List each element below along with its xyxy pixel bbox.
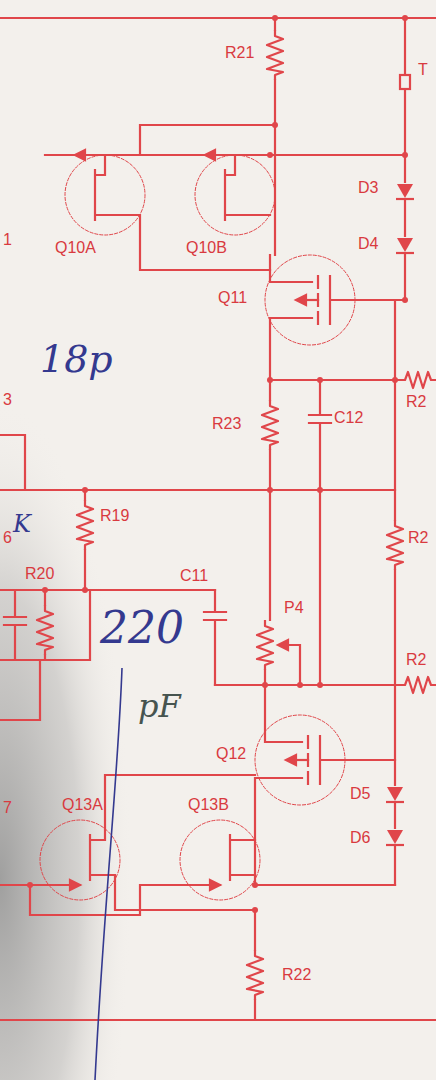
part-label: C12	[334, 410, 363, 426]
part-label: Q13A	[62, 797, 103, 813]
junctions	[27, 15, 408, 913]
resistor-symbol	[267, 30, 283, 80]
part-label: R22	[282, 967, 311, 983]
handwritten-note: 220	[100, 606, 184, 650]
resistor-symbol	[262, 400, 278, 450]
handwritten-note: pF	[138, 690, 181, 722]
shadow	[0, 280, 220, 1080]
part-label: R20	[25, 566, 54, 582]
part-label: R2	[406, 394, 426, 410]
part-label: Q13B	[188, 797, 229, 813]
part-label: R2	[406, 652, 426, 668]
part-label: R21	[225, 45, 254, 61]
part-label: T	[418, 62, 428, 78]
diode-symbol	[386, 830, 404, 845]
potentiometer-symbol	[257, 620, 273, 670]
handwritten-note: K	[13, 512, 31, 536]
part-label: Q11	[218, 290, 247, 306]
part-label: D4	[358, 236, 378, 252]
handwritten-note: 18p	[40, 340, 113, 378]
resistor-symbol	[77, 500, 93, 550]
diode-symbol	[386, 787, 404, 802]
resistor-symbol	[400, 677, 436, 693]
part-label: D3	[358, 180, 378, 196]
resistor-symbol	[37, 605, 53, 655]
part-label: D6	[350, 830, 370, 846]
part-label: 6	[3, 530, 12, 546]
part-label: C11	[180, 568, 208, 584]
components	[37, 30, 436, 1000]
diode-symbol	[396, 184, 414, 199]
diode-symbol	[396, 238, 414, 253]
part-label: P4	[284, 600, 304, 616]
part-label: Q12	[216, 746, 246, 762]
part-label: R23	[212, 416, 241, 432]
wires	[0, 18, 436, 1020]
part-label: Q10B	[186, 240, 227, 256]
part-label: R19	[100, 508, 129, 524]
part-label: Q10A	[55, 240, 96, 256]
handwritten-leader	[95, 668, 122, 1080]
resistor-symbol	[247, 950, 263, 1000]
part-label: R2	[408, 530, 428, 546]
resistor-symbol	[387, 520, 403, 570]
part-label: 1	[3, 232, 12, 248]
part-label: D5	[350, 786, 370, 802]
part-label: 3	[3, 392, 12, 408]
resistor-symbol	[400, 372, 436, 388]
part-label: 7	[3, 800, 12, 816]
